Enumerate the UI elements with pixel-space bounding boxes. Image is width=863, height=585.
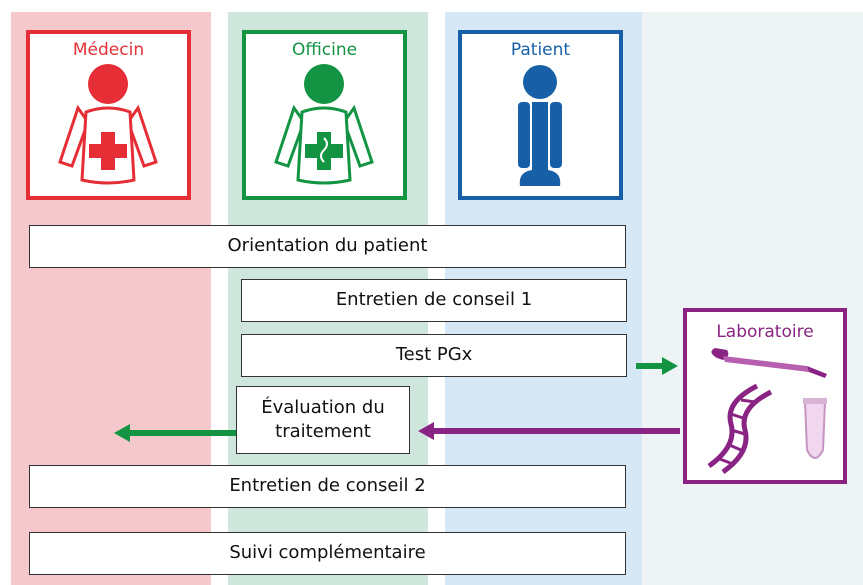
step-evaluation-line2: traitement bbox=[275, 421, 371, 442]
step-entretien1-label: Entretien de conseil 1 bbox=[335, 289, 533, 311]
step-test-label: Test PGx bbox=[395, 344, 473, 366]
arrow-left-icon bbox=[418, 422, 680, 440]
patient-card: Patient bbox=[458, 30, 623, 200]
medecin-card: Médecin bbox=[26, 30, 191, 200]
arrow-left-icon bbox=[114, 424, 236, 442]
arrow-right-icon bbox=[636, 357, 678, 375]
laboratoire-label: Laboratoire bbox=[716, 322, 814, 342]
step-orientation-du-patient: Orientation du patient bbox=[29, 225, 626, 268]
laboratoire-card: Laboratoire bbox=[683, 308, 847, 484]
step-entretien-de-conseil-1: Entretien de conseil 1 bbox=[241, 279, 627, 322]
step-evaluation-line1: Évaluation du bbox=[261, 396, 385, 418]
patient-label: Patient bbox=[510, 40, 571, 60]
step-entretien2-label: Entretien de conseil 2 bbox=[229, 475, 426, 497]
step-suivi-label: Suivi complémentaire bbox=[229, 542, 426, 564]
officine-label: Officine bbox=[291, 40, 358, 60]
laboratoire-lane bbox=[642, 12, 863, 585]
step-entretien-de-conseil-2: Entretien de conseil 2 bbox=[29, 465, 626, 508]
step-suivi-complementaire: Suivi complémentaire bbox=[29, 532, 626, 575]
pharmacist-icon bbox=[274, 64, 374, 185]
step-orientation-label: Orientation du patient bbox=[227, 235, 428, 257]
laboratory-icon bbox=[707, 348, 827, 475]
step-evaluation-du-traitement: Évaluation du traitement bbox=[236, 386, 410, 454]
doctor-icon bbox=[58, 64, 158, 185]
patient-icon bbox=[518, 65, 562, 186]
step-test-pgx: Test PGx bbox=[241, 334, 627, 377]
medecin-label: Médecin bbox=[72, 40, 145, 60]
officine-card: Officine bbox=[242, 30, 407, 200]
